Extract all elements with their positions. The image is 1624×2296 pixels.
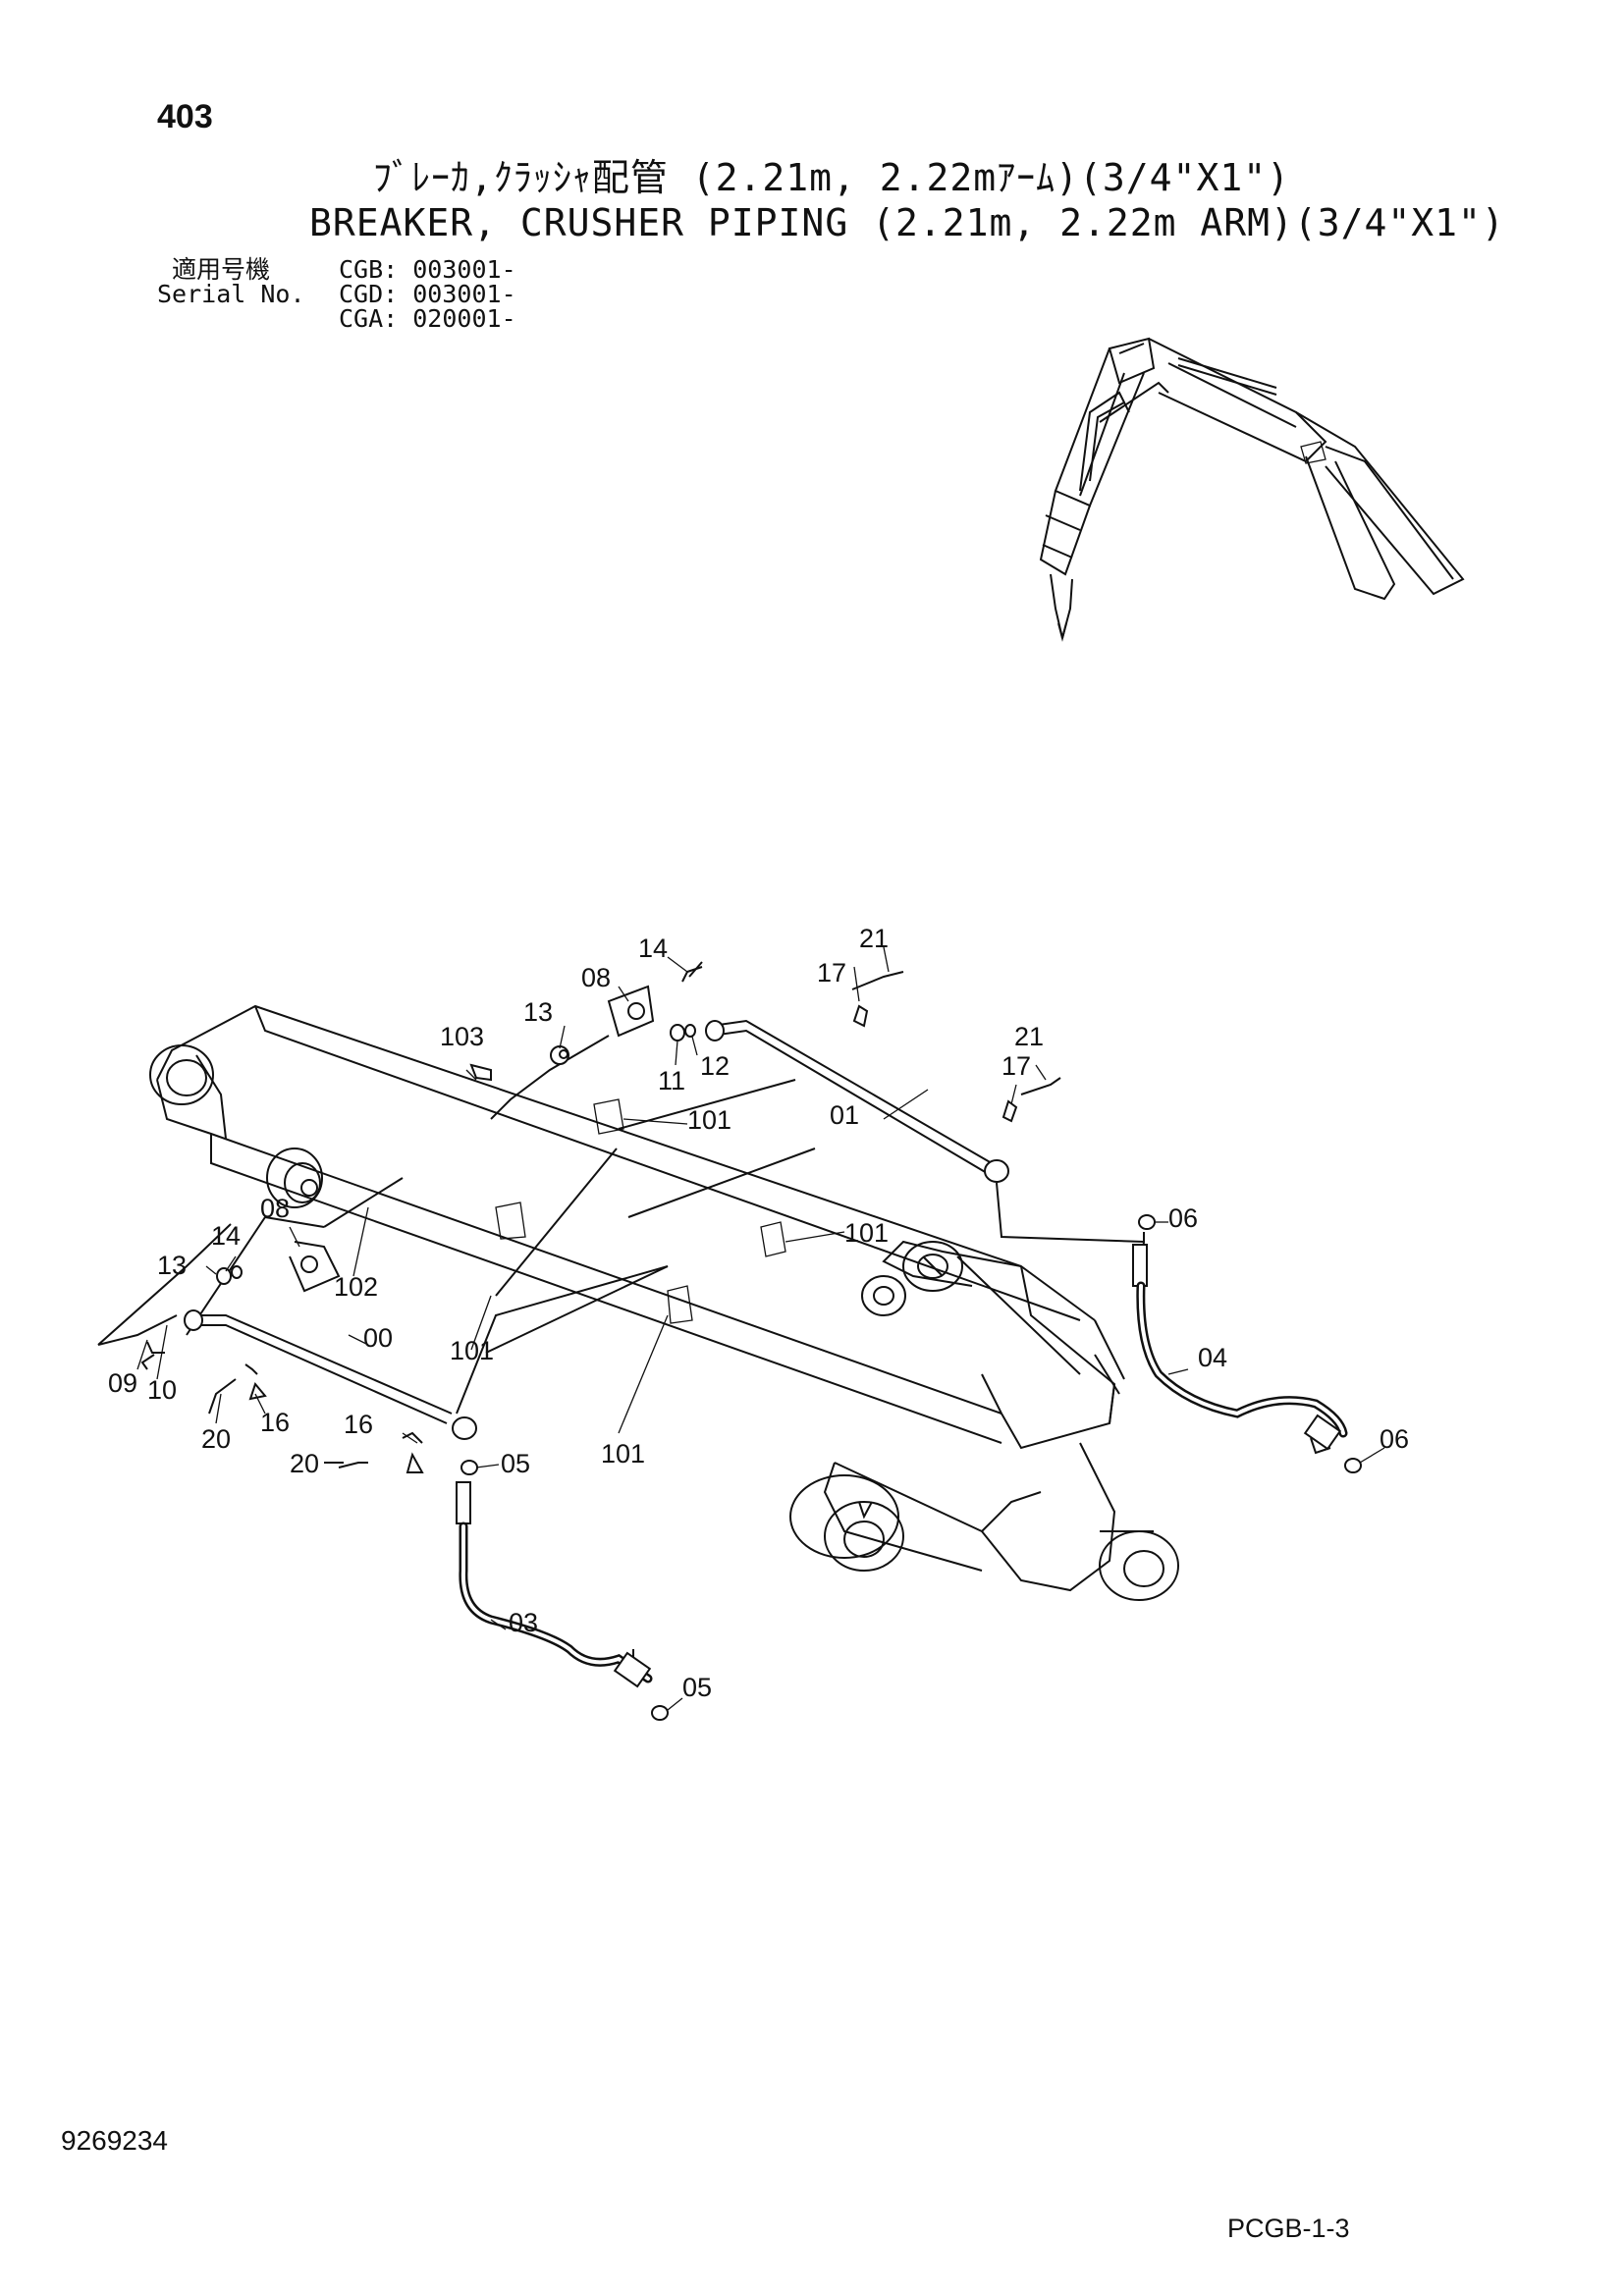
drawing-number: 9269234 [61,2125,169,2156]
title-english: BREAKER, CRUSHER PIPING (2.21m, 2.22m AR… [309,201,1505,244]
serial-line-cgd: CGD: 003001- [339,280,516,308]
serial-line-cgb: CGB: 003001- [339,255,516,284]
callout-06-upper: 06 [1168,1203,1198,1233]
callout-10: 10 [147,1375,177,1405]
callout-13-top: 13 [523,997,553,1027]
serial-label-english: Serial No. [157,280,305,308]
callout-103: 103 [440,1022,484,1051]
callout-14-top: 14 [638,934,668,963]
callout-20-lower: 20 [290,1449,319,1478]
callout-101-lower: 101 [601,1439,645,1468]
serial-line-cga: CGA: 020001- [339,304,516,333]
callout-01: 01 [830,1100,859,1130]
callout-11: 11 [658,1066,685,1095]
callout-06-lower: 06 [1380,1424,1409,1454]
title-japanese: ﾌﾞﾚｰｶ,ｸﾗｯｼｬ配管 (2.21m, 2.22mｱｰﾑ)(3/4"X1") [373,156,1290,199]
callout-08-top: 08 [581,963,611,992]
callout-05-lower: 05 [682,1673,712,1702]
leader-lines [136,946,1385,1711]
callout-04: 04 [1198,1343,1227,1372]
callout-101-right: 101 [844,1218,889,1248]
callout-102: 102 [334,1272,378,1302]
callout-16-left: 16 [260,1408,290,1437]
callout-14-left: 14 [211,1221,241,1251]
callout-09: 09 [108,1368,137,1398]
callout-101-left: 101 [450,1336,494,1365]
callout-20-left: 20 [201,1424,231,1454]
callout-13-left: 13 [157,1251,187,1280]
callout-17-right: 17 [1001,1051,1031,1081]
callout-03: 03 [509,1608,538,1637]
page-number: 403 [157,98,213,135]
page-code: PCGB-1-3 [1227,2214,1350,2243]
part-callouts: 14 21 17 08 13 103 11 12 21 17 01 101 06… [108,924,1409,1702]
arm-structure [149,1004,1179,1601]
callout-12: 12 [700,1051,730,1081]
callout-17-top: 17 [817,958,846,988]
callout-16-lower: 16 [344,1410,373,1439]
excavator-key-illustration [1039,337,1465,642]
callout-08-left: 08 [260,1194,290,1223]
callout-05-upper: 05 [501,1449,530,1478]
serial-label-japanese: 適用号機 [172,255,271,284]
callout-21-right: 21 [1014,1022,1044,1051]
callout-00: 00 [363,1323,393,1353]
callout-101-upper: 101 [687,1105,731,1135]
hose-03-04 [459,1281,1362,1721]
callout-21-top: 21 [859,924,889,953]
